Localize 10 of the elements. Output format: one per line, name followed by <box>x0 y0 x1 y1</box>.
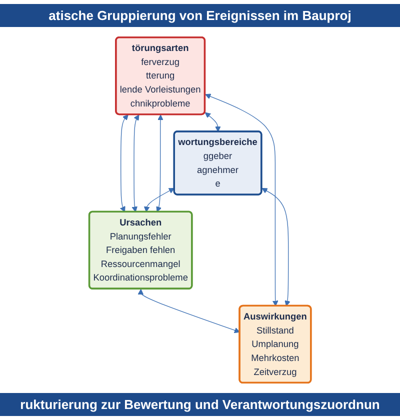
caption-banner: rukturierung zur Bewertung und Verantwortungszuordnun <box>0 393 400 416</box>
arrow <box>204 94 278 306</box>
arrow <box>156 114 164 212</box>
arrow <box>132 114 140 212</box>
arrow <box>120 114 128 212</box>
arrow <box>144 188 174 212</box>
arrow <box>138 288 240 334</box>
title-banner: atische Gruppierung von Ereignissen im Bauproj <box>0 4 400 27</box>
arrow <box>262 188 290 306</box>
arrow <box>204 112 221 132</box>
